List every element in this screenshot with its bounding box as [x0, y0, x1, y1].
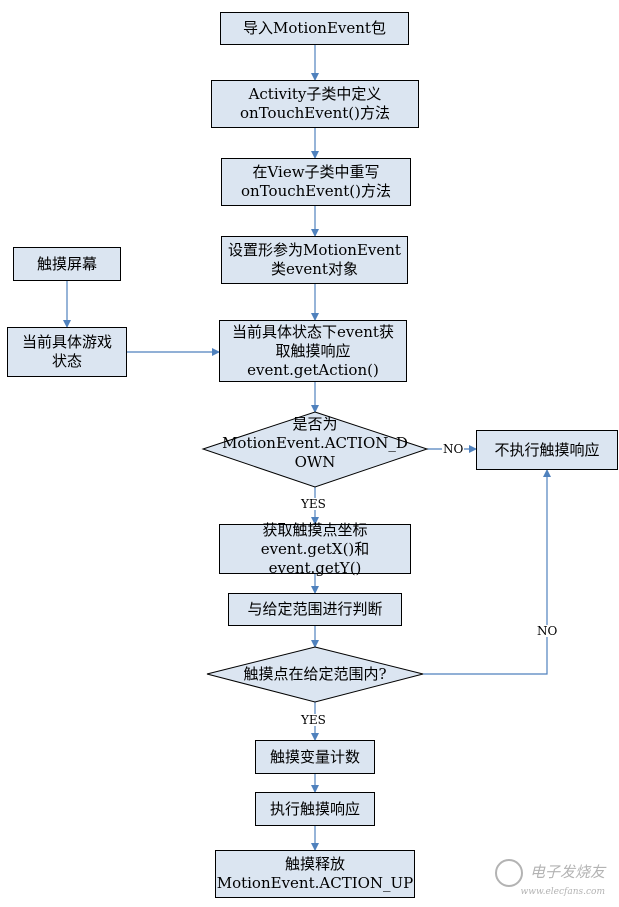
step-get-coords: 获取触摸点坐标 event.getX()和event.getY()	[219, 520, 411, 577]
label-no-2: NO	[536, 624, 559, 638]
decision-in-range-text: 触摸点在给定范围内?	[207, 665, 423, 684]
step-import-package: 导入MotionEvent包	[220, 12, 409, 45]
side-touch-screen-label: 触摸屏幕	[36, 254, 97, 273]
label-no-1: NO	[442, 442, 465, 456]
step-param-line2: 类event对象	[271, 260, 358, 278]
step-touch-release: 触摸释放 MotionEvent.ACTION_UP	[215, 850, 415, 898]
step-getaction-line2: 取触摸响应	[275, 341, 351, 360]
decision-down-line2: MotionEvent.ACTION_D	[222, 434, 408, 452]
step-compare-range: 与给定范围进行判断	[228, 593, 402, 626]
step-release-line2: MotionEvent.ACTION_UP	[216, 874, 414, 892]
step-view-line1: 在View子类中重写	[252, 163, 380, 181]
step-touch-count: 触摸变量计数	[255, 740, 375, 774]
decision-down-line1: 是否为	[292, 415, 338, 433]
side-game-state-line2: 状态	[51, 352, 82, 370]
side-touch-screen: 触摸屏幕	[13, 247, 121, 281]
step-get-action: 当前具体状态下event获 取触摸响应 event.getAction()	[219, 320, 407, 382]
side-game-state-line1: 当前具体游戏	[21, 333, 112, 351]
decision-action-down-text: 是否为 MotionEvent.ACTION_D OWN	[203, 415, 427, 472]
decision-range-label: 触摸点在给定范围内?	[243, 665, 387, 683]
step-activity-line2: onTouchEvent()方法	[240, 104, 390, 122]
watermark-text: 电子发烧友	[529, 863, 605, 881]
arrow-range-no-to-noresponse	[423, 469, 551, 675]
step-execute-response: 执行触摸响应	[255, 792, 375, 826]
step-set-param: 设置形参为MotionEvent 类event对象	[221, 236, 408, 284]
elecfans-logo-icon	[495, 859, 524, 887]
no-touch-response-label: 不执行触摸响应	[494, 440, 600, 459]
watermark-url: www.elecfans.com	[520, 887, 605, 897]
step-import-label: 导入MotionEvent包	[243, 19, 386, 37]
step-getaction-line1: 当前具体状态下event获	[232, 322, 394, 341]
step-activity-line1: Activity子类中定义	[248, 85, 382, 103]
step-view-line2: onTouchEvent()方法	[241, 182, 391, 200]
watermark: 电子发烧友 www.elecfans.com	[495, 859, 605, 897]
label-yes-2: YES	[300, 713, 327, 727]
side-game-state: 当前具体游戏 状态	[7, 327, 127, 377]
step-compare-label: 与给定范围进行判断	[247, 600, 383, 618]
step-getaction-line3: event.getAction()	[247, 360, 379, 379]
step-count-label: 触摸变量计数	[269, 747, 360, 766]
step-coords-line2: event.getX()和event.getY()	[260, 539, 370, 577]
step-release-line1: 触摸释放	[284, 855, 345, 873]
decision-diamond-in-range	[206, 646, 424, 703]
step-coords-line1: 获取触摸点坐标	[262, 520, 368, 539]
decision-diamond-action-down	[201, 411, 429, 488]
step-view-override: 在View子类中重写 onTouchEvent()方法	[221, 158, 411, 206]
decision-down-line3: OWN	[294, 453, 336, 471]
step-execute-label: 执行触摸响应	[269, 799, 360, 818]
step-activity-define: Activity子类中定义 onTouchEvent()方法	[211, 80, 419, 128]
no-touch-response: 不执行触摸响应	[476, 430, 618, 470]
step-param-line1: 设置形参为MotionEvent	[228, 241, 401, 259]
label-yes-1: YES	[300, 497, 327, 511]
